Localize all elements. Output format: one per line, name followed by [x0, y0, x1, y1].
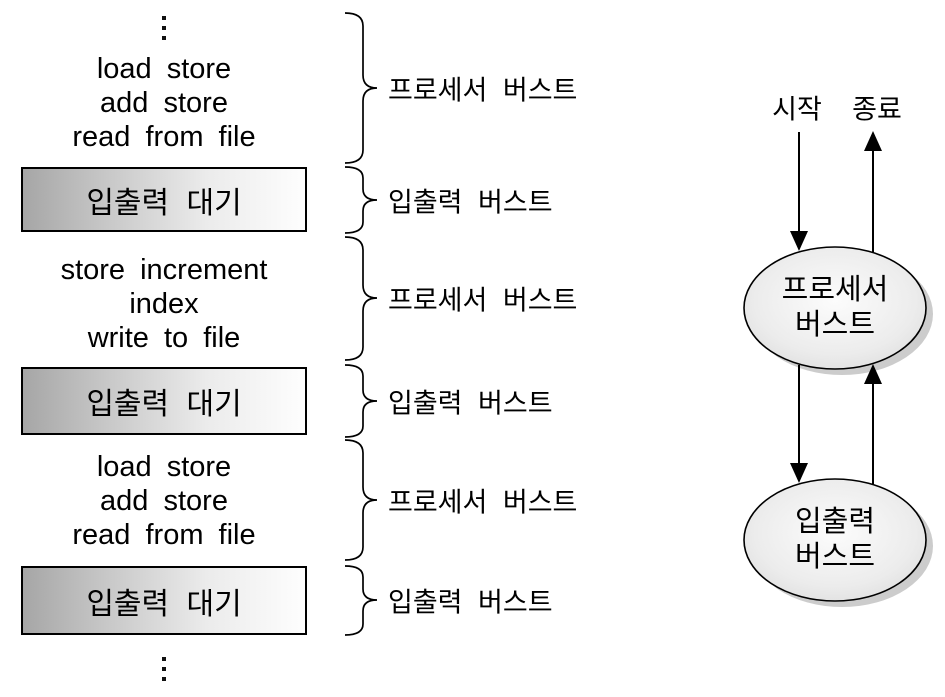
brace-io-burst-3 — [344, 565, 378, 636]
cpu-burst-code-3: load store add store read from file — [21, 450, 307, 552]
ellipsis-dot — [162, 26, 166, 30]
code-line: read from file — [72, 121, 256, 153]
arrowhead-io-to-processor — [864, 364, 882, 384]
brace-cpu-burst-2 — [344, 236, 378, 361]
brace-label-cpu-burst-2: 프로세서 버스트 — [388, 285, 578, 316]
start-label: 시작 — [772, 94, 822, 125]
ellipsis-dot — [162, 657, 166, 661]
processor-burst-node — [743, 246, 927, 370]
node-label-line: 입출력 — [794, 506, 876, 538]
code-line: add store — [100, 485, 228, 517]
node-label-line: 버스트 — [794, 309, 876, 341]
io-burst-node — [743, 478, 927, 602]
io-wait-box-3: 입출력 대기 — [21, 566, 307, 635]
io-wait-box-2: 입출력 대기 — [21, 367, 307, 435]
brace-label-io-burst-3: 입출력 버스트 — [388, 587, 553, 618]
brace-cpu-burst-1 — [344, 12, 378, 164]
arrowhead-processor-to-end — [864, 131, 882, 151]
io-wait-box-label: 입출력 대기 — [86, 587, 242, 621]
end-label: 종료 — [852, 94, 902, 125]
brace-label-cpu-burst-1: 프로세서 버스트 — [388, 75, 578, 106]
brace-label-cpu-burst-3: 프로세서 버스트 — [388, 487, 578, 518]
arrowhead-processor-to-io — [790, 463, 808, 483]
io-wait-box-1: 입출력 대기 — [21, 167, 307, 232]
brace-io-burst-2 — [344, 364, 378, 438]
node-label-line: 버스트 — [794, 541, 876, 573]
arrowhead-start-to-processor — [790, 231, 808, 251]
io-wait-box-label: 입출력 대기 — [86, 186, 242, 220]
cpu-burst-code-2: store increment index write to file — [21, 253, 307, 355]
code-line: index — [129, 288, 199, 320]
brace-cpu-burst-3 — [344, 439, 378, 561]
ellipsis-dot — [162, 677, 166, 681]
vertical-ellipsis-top — [21, 16, 307, 40]
processor-burst-node-label: 프로세서 버스트 — [782, 273, 889, 343]
io-wait-box-label: 입출력 대기 — [86, 388, 242, 421]
ellipsis-dot — [162, 36, 166, 40]
io-burst-node-label: 입출력 버스트 — [795, 505, 875, 575]
code-line: add store — [100, 87, 228, 119]
code-line: load store — [96, 451, 232, 483]
vertical-ellipsis-bottom — [21, 657, 307, 681]
brace-label-io-burst-1: 입출력 버스트 — [388, 187, 553, 218]
ellipsis-dot — [162, 667, 166, 671]
brace-label-io-burst-2: 입출력 버스트 — [388, 388, 553, 419]
code-line: read from file — [72, 519, 256, 551]
ellipsis-dot — [162, 16, 166, 20]
cpu-burst-code-1: load store add store read from file — [21, 52, 307, 154]
node-label-line: 프로세서 — [781, 274, 889, 306]
brace-io-burst-1 — [344, 166, 378, 234]
code-line: write to file — [87, 322, 241, 354]
code-line: load store — [96, 53, 232, 85]
code-line: store increment — [60, 254, 268, 286]
